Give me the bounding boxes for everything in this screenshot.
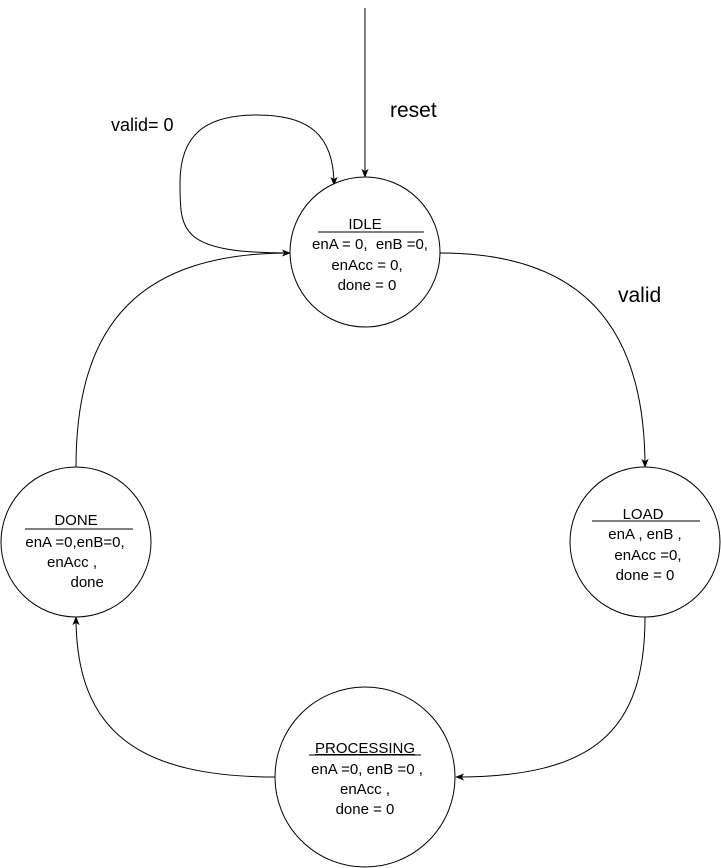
state-done-line: done	[62, 574, 104, 591]
idle-to-load-arrow	[439, 252, 649, 468]
state-idle-line: done = 0	[338, 277, 397, 294]
state-load: LOAD enA , enB , enAcc =0, done = 0	[569, 466, 721, 618]
done-to-idle-arrow	[75, 249, 291, 468]
state-idle: IDLE enA = 0, enB =0, enAcc = 0, done = …	[289, 176, 441, 328]
state-done: DONE enA =0,enB=0, enAcc , done	[0, 466, 152, 618]
state-processing: PROCESSING enA =0, enB =0 , enAcc , done…	[274, 686, 456, 868]
state-processing-circle	[274, 686, 456, 868]
reset-label: reset	[390, 99, 437, 122]
state-done-circle	[0, 466, 152, 618]
state-done-line: enA =0,enB=0,	[25, 534, 124, 551]
load-to-processing-arrow	[455, 616, 646, 781]
idle-to-load-label: valid	[618, 284, 661, 307]
state-load-line: enA , enB ,	[608, 526, 681, 543]
state-load-title: LOAD	[623, 506, 664, 523]
processing-to-done-arrow	[72, 616, 277, 778]
state-idle-circle	[289, 176, 441, 328]
state-done-line: enAcc ,	[47, 554, 97, 571]
state-idle-title: IDLE	[348, 216, 381, 233]
state-processing-line: done = 0	[336, 801, 395, 818]
state-load-line: enAcc =0,	[614, 547, 681, 564]
self-loop-label: valid= 0	[111, 115, 174, 135]
state-idle-line: enAcc = 0,	[331, 257, 402, 274]
idle-self-loop-arrow	[179, 114, 338, 254]
state-done-title: DONE	[54, 512, 97, 529]
state-processing-line: enAcc ,	[340, 781, 390, 798]
state-processing-title: PROCESSING	[315, 740, 415, 757]
state-load-line: done = 0	[616, 567, 675, 584]
state-idle-line: enA = 0, enB =0,	[312, 236, 428, 253]
state-load-circle	[569, 466, 721, 618]
state-processing-line: enA =0, enB =0 ,	[311, 761, 423, 778]
